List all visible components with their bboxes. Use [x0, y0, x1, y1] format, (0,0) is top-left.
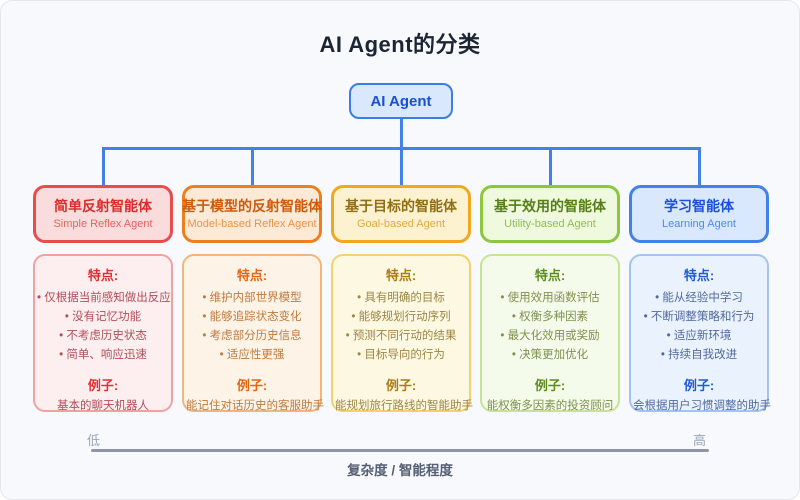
category-subtitle: Learning Agent	[661, 218, 736, 231]
connector-drop-2	[250, 147, 254, 185]
category-subtitle: Simple Reflex Agent	[53, 218, 153, 231]
axis-low-label: 低	[87, 433, 101, 448]
feature-item: 最大化效用或奖励	[484, 327, 616, 346]
category-header: 基于效用的智能体 Utility-based Agent	[480, 185, 620, 243]
example-label: 例子:	[236, 378, 268, 393]
example-label: 例子:	[385, 378, 417, 393]
feature-item: 能够规划行动序列	[335, 308, 467, 327]
features-label: 特点:	[534, 268, 566, 283]
category-header: 简单反射智能体 Simple Reflex Agent	[33, 185, 173, 243]
example-text: 基本的聊天机器人	[57, 400, 149, 412]
category-card: 特点: 使用效用函数评估 权衡多种因素 最大化效用或奖励 决策更加优化 例子: …	[480, 254, 620, 412]
page-title: AI Agent的分类	[319, 32, 481, 57]
feature-item: 预测不同行动的结果	[335, 327, 467, 346]
feature-item: 简单、响应迅速	[37, 346, 169, 365]
category-subtitle: Utility-based Agent	[504, 218, 596, 231]
feature-item: 决策更加优化	[484, 346, 616, 365]
category-card: 特点: 维护内部世界模型 能够追踪状态变化 考虑部分历史信息 适应性更强 例子:…	[182, 254, 324, 412]
example-label: 例子:	[683, 378, 715, 393]
axis-caption: 复杂度 / 智能程度	[347, 463, 453, 478]
feature-item: 权衡多种因素	[484, 308, 616, 327]
feature-item: 适应新环境	[633, 327, 765, 346]
feature-item: 使用效用函数评估	[484, 289, 616, 308]
category-card: 特点: 仅根据当前感知做出反应 没有记忆功能 不考虑历史状态 简单、响应迅速 例…	[33, 254, 173, 412]
category-card: 特点: 具有明确的目标 能够规划行动序列 预测不同行动的结果 目标导向的行为 例…	[331, 254, 473, 412]
feature-item: 能从经验中学习	[633, 289, 765, 308]
category-subtitle: Goal-based Agent	[356, 218, 446, 231]
category-card: 特点: 能从经验中学习 不断调整策略和行为 适应新环境 持续自我改进 例子: 会…	[629, 254, 771, 412]
example-text: 能规划旅行路线的智能助手	[335, 400, 473, 412]
axis-high-label: 高	[693, 433, 707, 448]
category-title: 简单反射智能体	[54, 197, 152, 214]
category-column-simple-reflex: 简单反射智能体 Simple Reflex Agent 特点: 仅根据当前感知做…	[33, 185, 173, 412]
feature-item: 目标导向的行为	[335, 346, 467, 365]
category-column-goal-based: 基于目标的智能体 Goal-based Agent 特点: 具有明确的目标 能够…	[331, 185, 473, 412]
feature-item: 考虑部分历史信息	[186, 327, 318, 346]
connector-root-stem	[399, 119, 403, 185]
root-node-ai-agent: AI Agent	[349, 83, 453, 119]
axis-line	[91, 449, 709, 452]
category-title: 基于目标的智能体	[345, 197, 457, 214]
example-label: 例子:	[534, 378, 566, 393]
feature-item: 没有记忆功能	[37, 308, 169, 327]
category-column-model-based: 基于模型的反射智能体 Model-based Reflex Agent 特点: …	[182, 185, 324, 412]
example-label: 例子:	[87, 378, 119, 393]
category-header: 基于目标的智能体 Goal-based Agent	[331, 185, 471, 243]
feature-item: 持续自我改进	[633, 346, 765, 365]
feature-item: 维护内部世界模型	[186, 289, 318, 308]
category-title: 学习智能体	[664, 197, 734, 214]
features-label: 特点:	[683, 268, 715, 283]
connector-drop-4	[548, 147, 552, 185]
connector-drop-5	[697, 147, 701, 185]
features-label: 特点:	[87, 268, 119, 283]
connector-branch-bar	[101, 147, 701, 150]
connector-drop-1	[101, 147, 105, 185]
features-label: 特点:	[385, 268, 417, 283]
category-header: 基于模型的反射智能体 Model-based Reflex Agent	[182, 185, 322, 243]
category-title: 基于模型的反射智能体	[182, 197, 322, 214]
example-text: 能记住对话历史的客服助手	[186, 400, 324, 412]
features-label: 特点:	[236, 268, 268, 283]
feature-item: 仅根据当前感知做出反应	[37, 289, 171, 308]
feature-item: 适应性更强	[186, 346, 318, 365]
feature-item: 具有明确的目标	[335, 289, 467, 308]
category-header: 学习智能体 Learning Agent	[629, 185, 769, 243]
category-title: 基于效用的智能体	[494, 197, 606, 214]
example-text: 能权衡多因素的投资顾问	[486, 400, 614, 412]
category-column-learning: 学习智能体 Learning Agent 特点: 能从经验中学习 不断调整策略和…	[629, 185, 771, 412]
category-subtitle: Model-based Reflex Agent	[187, 218, 317, 231]
feature-item: 不断调整策略和行为	[633, 308, 765, 327]
feature-item: 能够追踪状态变化	[186, 308, 318, 327]
category-column-utility-based: 基于效用的智能体 Utility-based Agent 特点: 使用效用函数评…	[480, 185, 620, 412]
feature-item: 不考虑历史状态	[37, 327, 169, 346]
example-text: 会根据用户习惯调整的助手	[633, 400, 771, 412]
